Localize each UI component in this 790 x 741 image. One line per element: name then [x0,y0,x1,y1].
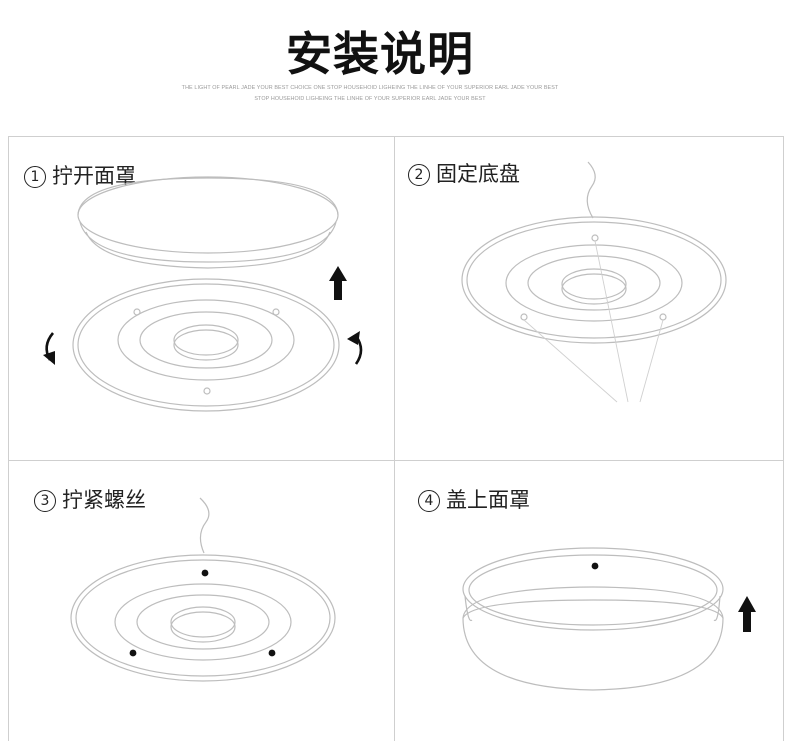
up-arrow-icon [738,596,756,632]
step-2-illustration [461,161,727,403]
instruction-grid [8,136,783,741]
screw-guide-lines [523,240,664,403]
step-1-text: 拧开面罩 [52,164,136,188]
base-plate [72,278,340,412]
page-title: 安装说明 [286,27,474,81]
step-1-illustration [72,176,340,412]
grid-divider-horizontal [8,460,783,461]
up-arrow-icon [329,266,347,300]
step-3-label: 3 拧紧螺丝 [34,484,146,514]
page-subtitle-line-1: THE LIGHT OF PEARL JADE YOUR BEST CHOICE… [181,85,559,91]
cover-assembly [462,547,724,691]
grid-divider-vertical [394,136,395,741]
step-3-number: 3 [34,490,56,512]
power-wire [199,497,210,554]
page-subtitle-line-2: STOP HOUSEHOID LIGHEING THE LINHE OF YOU… [254,96,486,102]
rotate-right-arrow-icon [347,331,363,365]
step-1-label: 1 拧开面罩 [24,160,136,190]
screw-dots [129,569,276,657]
rotate-left-arrow-icon [43,332,55,365]
step-4-text: 盖上面罩 [446,488,530,512]
step-3-illustration [70,497,336,682]
screw-dot [201,569,209,577]
step-3-text: 拧紧螺丝 [62,488,146,512]
step-4-number: 4 [418,490,440,512]
screw-dot [129,649,137,657]
step-2-text: 固定底盘 [436,162,520,186]
step-4-illustration [462,547,724,691]
screw-dot [268,649,276,657]
chassis-plate [70,554,336,682]
screw-dot [591,562,599,570]
chassis-plate [461,216,727,344]
grid-border-right [783,136,784,741]
step-1-number: 1 [24,166,46,188]
power-wire [586,161,596,219]
cover-dome [77,176,339,269]
step-4-label: 4 盖上面罩 [418,484,530,514]
step-2-label: 2 固定底盘 [408,158,520,188]
step-2-number: 2 [408,164,430,186]
